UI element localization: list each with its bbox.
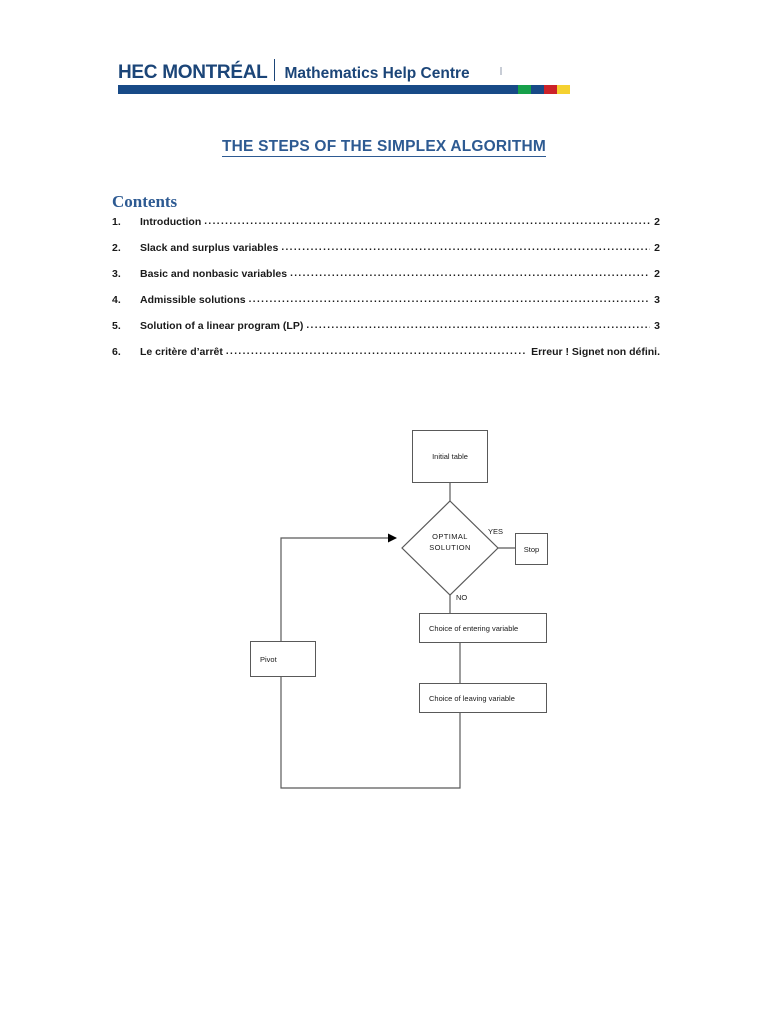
- page-title-text: THE STEPS OF THE SIMPLEX ALGORITHM: [222, 138, 546, 157]
- toc-page-number: 3: [654, 320, 660, 332]
- edge-pivot-to-decision: [280, 533, 397, 641]
- toc-leader-dots: ........................................…: [306, 320, 650, 331]
- page-header: HEC MONTRÉAL Mathematics Help Centre: [118, 56, 570, 104]
- toc-leader-dots: ........................................…: [204, 216, 650, 227]
- toc-entry[interactable]: 2. Slack and surplus variables .........…: [112, 242, 660, 268]
- node-pivot-label: Pivot: [260, 654, 277, 664]
- decision-line-2: SOLUTION: [429, 543, 471, 552]
- table-of-contents: 1. Introduction ........................…: [112, 216, 660, 372]
- toc-number: 2.: [112, 242, 121, 254]
- page-title: THE STEPS OF THE SIMPLEX ALGORITHM: [0, 138, 768, 157]
- node-pivot[interactable]: Pivot: [250, 641, 316, 677]
- color-bar-blue: [531, 85, 544, 94]
- toc-entry[interactable]: 3. Basic and nonbasic variables ........…: [112, 268, 660, 294]
- edge-label-no: NO: [456, 593, 468, 602]
- toc-entry[interactable]: 1. Introduction ........................…: [112, 216, 660, 242]
- node-leaving-variable-label: Choice of leaving variable: [429, 693, 515, 703]
- node-decision-label: OPTIMAL SOLUTION: [402, 531, 498, 553]
- toc-label: Solution of a linear program (LP): [140, 320, 304, 332]
- node-entering-variable[interactable]: Choice of entering variable: [419, 613, 547, 643]
- toc-entry[interactable]: 4. Admissible solutions ................…: [112, 294, 660, 320]
- toc-number: 1.: [112, 216, 121, 228]
- toc-number: 6.: [112, 346, 121, 358]
- logo-row: HEC MONTRÉAL Mathematics Help Centre: [118, 56, 570, 86]
- node-initial-table-label: Initial table: [432, 452, 468, 461]
- node-stop-label: Stop: [523, 544, 540, 554]
- mathematics-help-centre-label: Mathematics Help Centre: [284, 65, 470, 82]
- toc-entry[interactable]: 5. Solution of a linear program (LP) ...…: [112, 320, 660, 346]
- toc-error-text: Erreur ! Signet non défini.: [531, 346, 660, 358]
- toc-number: 5.: [112, 320, 121, 332]
- toc-leader-dots: ........................................…: [248, 294, 651, 305]
- color-bar-green: [518, 85, 531, 94]
- contents-heading: Contents: [112, 192, 178, 211]
- toc-number: 3.: [112, 268, 121, 280]
- logo-divider: [274, 59, 276, 81]
- toc-label: Introduction: [140, 216, 202, 228]
- node-entering-variable-label: Choice of entering variable: [429, 623, 519, 633]
- color-bar-yellow: [557, 85, 570, 94]
- toc-label: Le critère d’arrêt: [140, 346, 223, 358]
- toc-label: Admissible solutions: [140, 294, 246, 306]
- toc-page-number: 2: [654, 242, 660, 254]
- logo-tick-mark: [499, 67, 502, 75]
- toc-leader-dots: ........................................…: [290, 268, 650, 279]
- toc-number: 4.: [112, 294, 121, 306]
- edge-label-yes: YES: [488, 527, 504, 536]
- node-leaving-variable[interactable]: Choice of leaving variable: [419, 683, 547, 713]
- node-stop[interactable]: Stop: [515, 533, 548, 565]
- toc-label: Slack and surplus variables: [140, 242, 279, 254]
- node-initial-table[interactable]: Initial table: [412, 430, 488, 483]
- decision-line-1: OPTIMAL: [432, 532, 468, 541]
- toc-leader-dots: ........................................…: [225, 346, 528, 357]
- hec-montreal-logo: HEC MONTRÉAL: [118, 62, 268, 83]
- toc-label: Basic and nonbasic variables: [140, 268, 288, 280]
- toc-page-number: 2: [654, 268, 660, 280]
- toc-page-number: 3: [654, 294, 660, 306]
- color-bar-red: [544, 85, 557, 94]
- toc-entry[interactable]: 6. Le critère d’arrêt ..................…: [112, 346, 660, 372]
- toc-leader-dots: ........................................…: [281, 242, 650, 253]
- toc-page-number: 2: [654, 216, 660, 228]
- brand-color-bar: [118, 85, 570, 94]
- color-bar-main: [118, 85, 518, 94]
